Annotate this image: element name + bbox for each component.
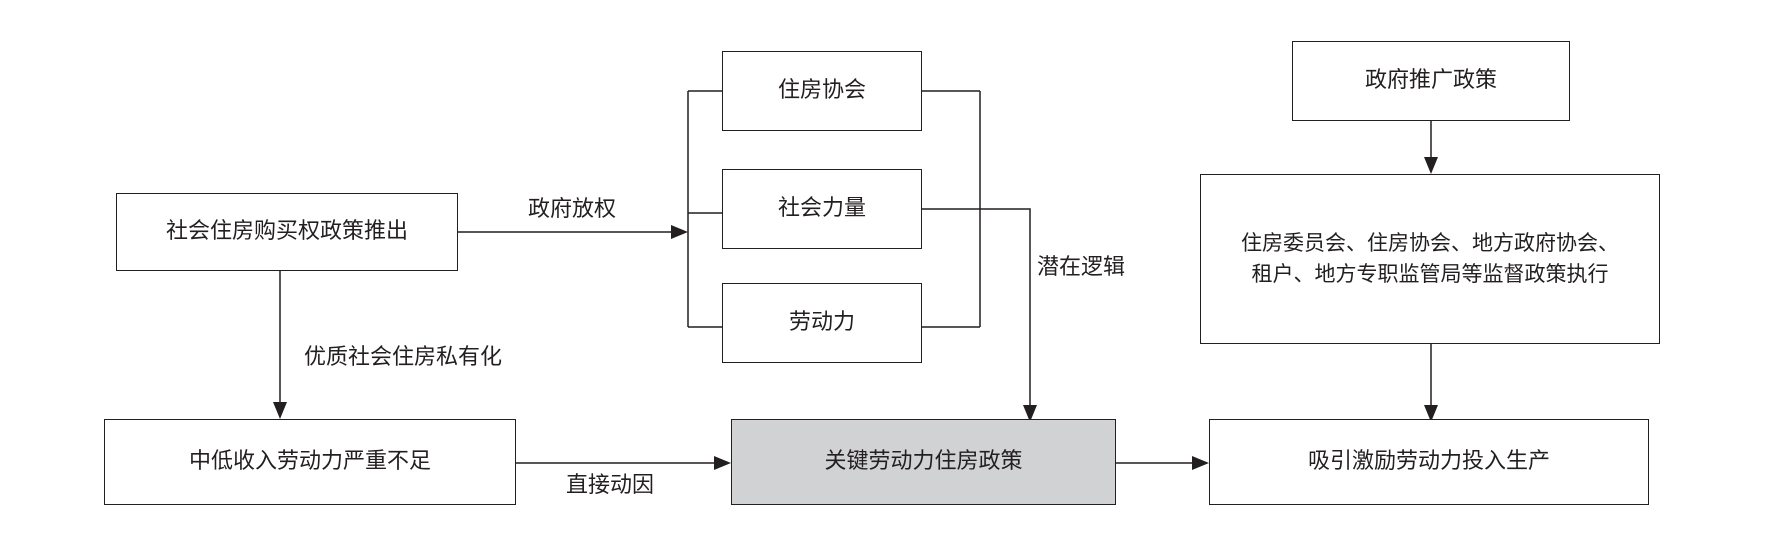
node-social-purchase-policy: 社会住房购买权政策推出 bbox=[116, 193, 458, 271]
node-key-worker-housing-policy: 关键劳动力住房政策 bbox=[731, 419, 1116, 505]
label-direct-cause: 直接动因 bbox=[566, 473, 655, 498]
node-labor-force: 劳动力 bbox=[722, 283, 922, 363]
edge-latent-logic bbox=[922, 208, 1031, 406]
arrowhead-privatize bbox=[273, 402, 287, 419]
arrowhead-latent-logic bbox=[1023, 405, 1037, 422]
node-supervisors: 住房委员会、住房协会、地方政府协会、 租户、地方专职监管局等监督政策执行 bbox=[1200, 174, 1660, 344]
label-decentralize: 政府放权 bbox=[528, 197, 617, 222]
supervisors-line-1: 住房委员会、住房协会、地方政府协会、 bbox=[1241, 231, 1619, 255]
arrowhead-promote-to-supervisors bbox=[1424, 157, 1438, 174]
node-gov-promote-policy: 政府推广政策 bbox=[1292, 41, 1570, 121]
label-latent-logic: 潜在逻辑 bbox=[1037, 255, 1126, 280]
arrowhead-decentralize bbox=[671, 225, 688, 239]
supervisors-line-2: 租户、地方专职监管局等监督政策执行 bbox=[1251, 262, 1609, 286]
label-privatize: 优质社会住房私有化 bbox=[304, 345, 503, 370]
node-attract-labor: 吸引激励劳动力投入生产 bbox=[1209, 419, 1649, 505]
node-housing-association: 住房协会 bbox=[722, 51, 922, 131]
arrowhead-supervisors-to-attract bbox=[1424, 405, 1438, 422]
node-labor-shortage: 中低收入劳动力严重不足 bbox=[104, 419, 516, 505]
node-social-forces: 社会力量 bbox=[722, 169, 922, 249]
arrowhead-direct-cause bbox=[714, 456, 731, 470]
arrowhead-key-to-attract bbox=[1192, 456, 1209, 470]
